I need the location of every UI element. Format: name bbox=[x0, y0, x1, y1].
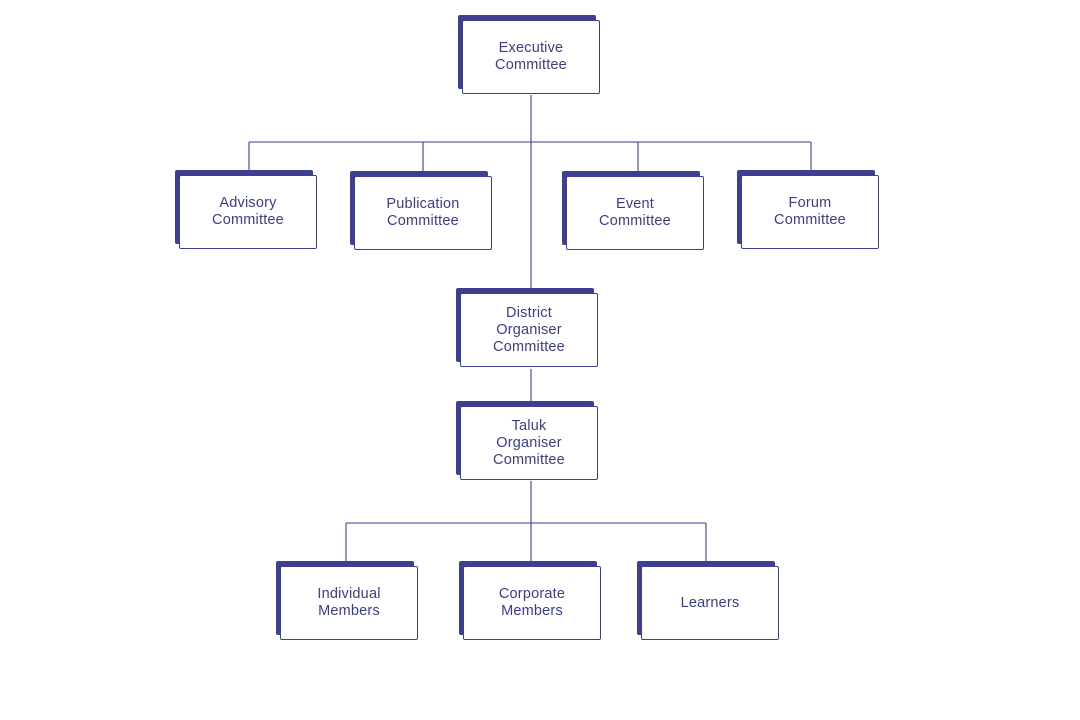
node-publication-committee: Publication Committee bbox=[350, 171, 492, 250]
node-card: Advisory Committee bbox=[179, 175, 317, 249]
node-label: Executive Committee bbox=[495, 40, 567, 73]
node-label: Learners bbox=[680, 594, 740, 611]
node-label: Advisory Committee bbox=[212, 195, 284, 228]
node-label: District Organiser Committee bbox=[493, 304, 565, 355]
node-executive-committee: Executive Committee bbox=[458, 15, 600, 94]
node-corporate-members: Corporate Members bbox=[459, 561, 601, 640]
node-label: Publication Committee bbox=[386, 196, 460, 229]
node-learners: Learners bbox=[637, 561, 779, 640]
node-card: Forum Committee bbox=[741, 175, 879, 249]
node-card: Publication Committee bbox=[354, 176, 492, 250]
node-card: District Organiser Committee bbox=[460, 293, 598, 367]
node-advisory-committee: Advisory Committee bbox=[175, 170, 317, 249]
node-event-committee: Event Committee bbox=[562, 171, 704, 250]
node-label: Corporate Members bbox=[498, 586, 566, 619]
node-forum-committee: Forum Committee bbox=[737, 170, 879, 249]
node-card: Event Committee bbox=[566, 176, 704, 250]
node-individual-members: Individual Members bbox=[276, 561, 418, 640]
node-card: Taluk Organiser Committee bbox=[460, 406, 598, 480]
node-card: Corporate Members bbox=[463, 566, 601, 640]
node-label: Individual Members bbox=[317, 586, 381, 619]
node-label: Event Committee bbox=[599, 196, 671, 229]
node-district-organiser-committee: District Organiser Committee bbox=[456, 288, 598, 367]
node-label: Forum Committee bbox=[774, 195, 846, 228]
node-card: Executive Committee bbox=[462, 20, 600, 94]
node-taluk-organiser-committee: Taluk Organiser Committee bbox=[456, 401, 598, 480]
node-card: Individual Members bbox=[280, 566, 418, 640]
node-card: Learners bbox=[641, 566, 779, 640]
node-label: Taluk Organiser Committee bbox=[493, 417, 565, 468]
